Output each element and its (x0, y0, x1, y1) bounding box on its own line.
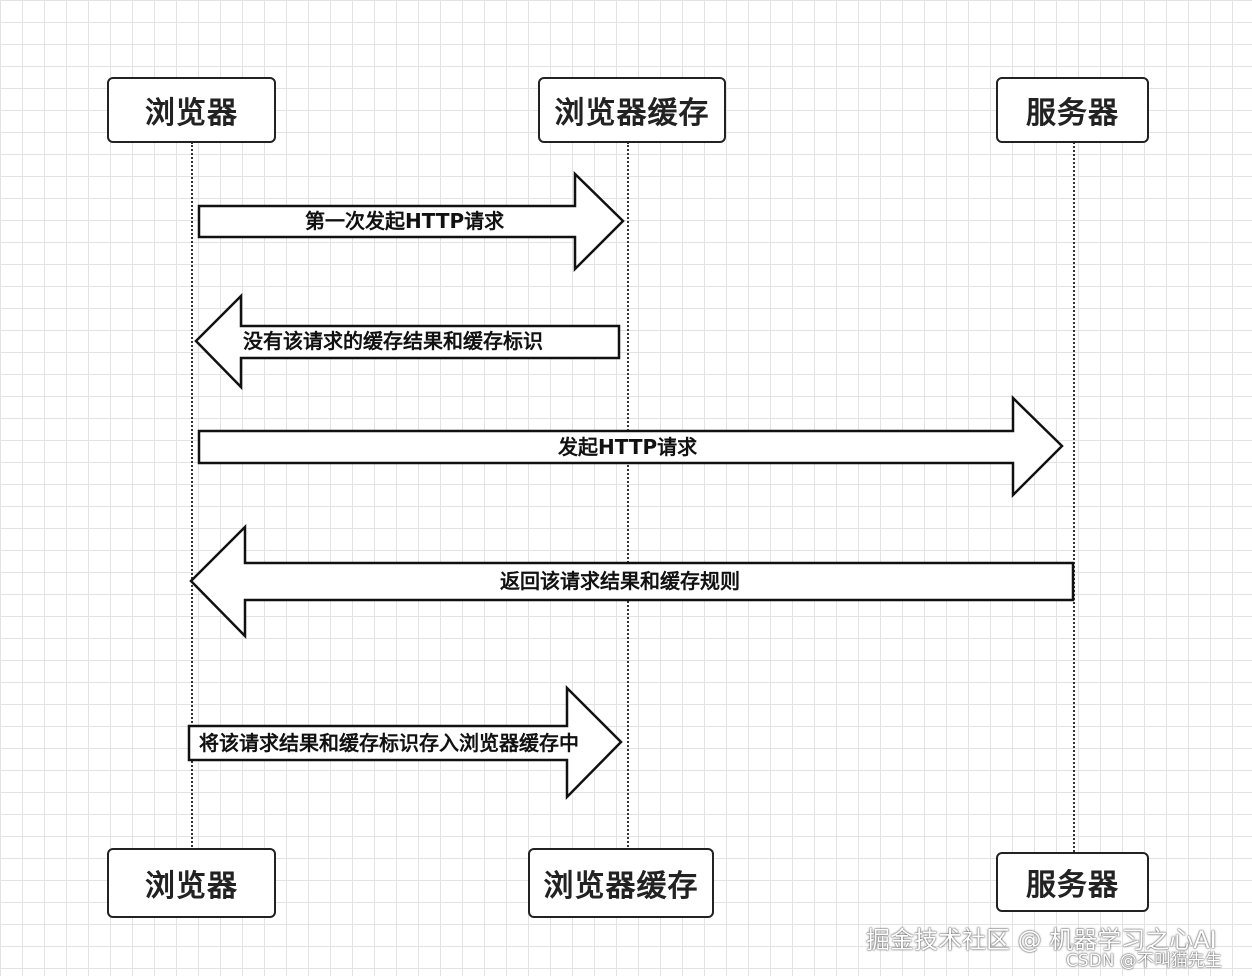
actor-browser-cache-top: 浏览器缓存 (538, 77, 726, 143)
watermark-main: 掘金技术社区 @ 机器学习之心AI (866, 926, 1217, 954)
watermark-sub: CSDN @不叫猫先生 (1066, 951, 1222, 971)
actor-browser-cache-bottom: 浏览器缓存 (528, 848, 714, 918)
message-label-no-cache-result: 没有该请求的缓存结果和缓存标识 (243, 329, 543, 353)
arrow-return-result-and-rules (189, 523, 1075, 640)
arrow-store-into-cache (187, 684, 623, 801)
message-label-store-into-cache: 将该请求结果和缓存标识存入浏览器缓存中 (199, 731, 579, 755)
lifeline-browser (191, 142, 193, 850)
message-label-return-result-and-rules: 返回该请求结果和缓存规则 (500, 569, 740, 593)
lifeline-browser-cache (627, 142, 629, 850)
actor-browser-top: 浏览器 (107, 77, 276, 143)
message-label-first-http-request: 第一次发起HTTP请求 (305, 209, 505, 233)
message-label-http-request-to-server: 发起HTTP请求 (558, 435, 698, 459)
actor-browser-bottom: 浏览器 (107, 848, 276, 918)
arrow-http-request-to-server (197, 395, 1064, 499)
actor-server-bottom: 服务器 (996, 852, 1149, 912)
arrow-no-cache-result (194, 292, 621, 391)
actor-server-top: 服务器 (996, 77, 1149, 143)
arrow-first-http-request (197, 171, 625, 273)
lifeline-server (1073, 142, 1075, 852)
